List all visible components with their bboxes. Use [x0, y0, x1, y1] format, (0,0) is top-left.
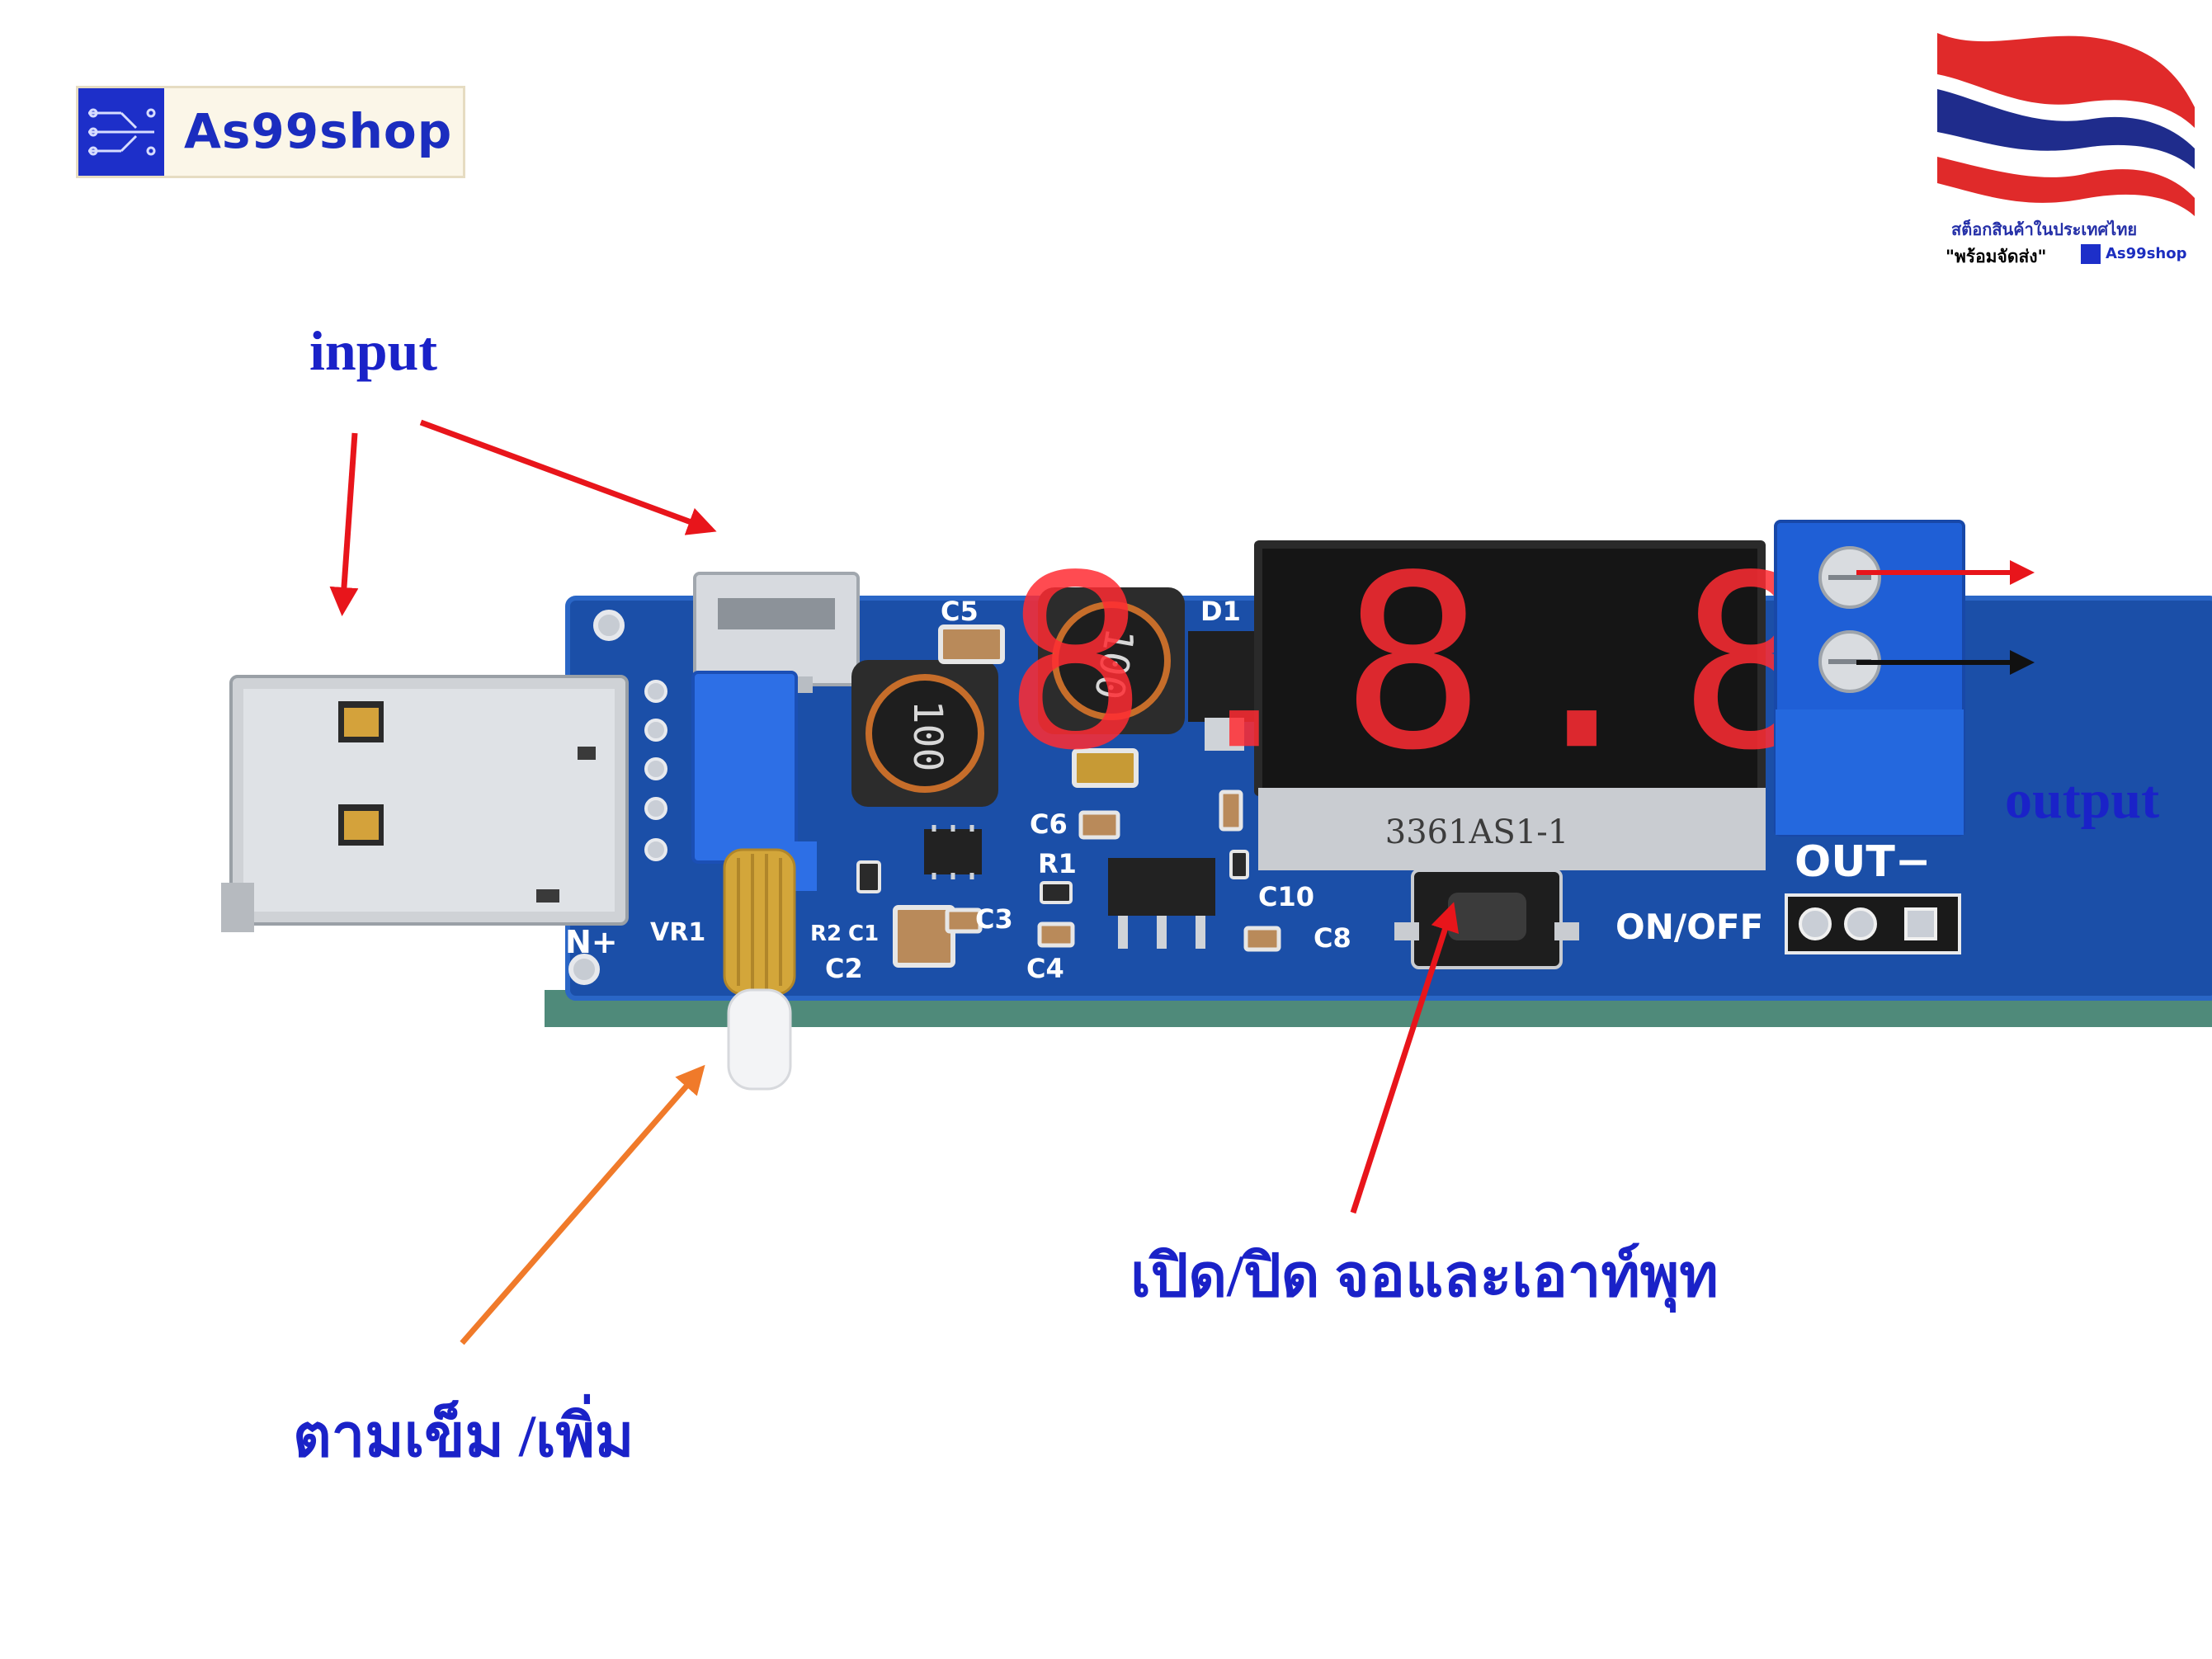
label-on-off: เปิด/ปิด จอและเอาท์พุท — [1130, 1243, 1719, 1309]
diode — [1188, 631, 1261, 751]
silk-c8: C8 — [1314, 922, 1351, 954]
inductor — [1038, 587, 1185, 734]
silk-r1: R1 — [1038, 848, 1077, 879]
display-part-number: 3361AS1-1 — [1385, 813, 1569, 851]
label-adjust: ตามเข็ม /เพิ่ม — [293, 1403, 634, 1469]
arrow-input-micro-usb — [419, 419, 717, 535]
silk-c1: C1 — [848, 921, 879, 946]
inductor-value: 100 — [904, 700, 950, 772]
output-header-pads — [1785, 893, 1961, 954]
stock-notice-line2: "พร้อมจัดส่ง" — [1946, 247, 2047, 266]
thai-flag-icon — [1937, 33, 2195, 216]
silk-on-off: ON/OFF — [1615, 907, 1763, 947]
smd-capacitors — [856, 624, 1281, 968]
arrow-on-off-button — [1350, 902, 1460, 1214]
silk-c6: C6 — [1030, 808, 1068, 840]
arrow-adjust-pot — [460, 1064, 705, 1346]
on-off-push-button[interactable] — [1394, 869, 1579, 969]
voltage-regulator — [1108, 858, 1215, 949]
usb-pin-pads — [644, 680, 667, 861]
silk-n-plus: N+ — [565, 924, 618, 960]
silk-r2: R2 — [810, 921, 842, 946]
screw-terminal-block — [1774, 520, 1965, 837]
circuit-icon — [2081, 244, 2101, 264]
ic-chip — [924, 825, 982, 879]
silk-c10: C10 — [1258, 881, 1314, 912]
silk-out-minus: OUT− — [1795, 837, 1931, 887]
usb-a-plug — [221, 675, 629, 932]
silk-vr1: VR1 — [650, 918, 705, 947]
stock-badge-brand: As99shop — [2106, 245, 2187, 262]
silk-c5: C5 — [941, 596, 979, 627]
inductor — [851, 660, 998, 807]
label-input: input — [309, 319, 437, 382]
seven-segment-display — [1254, 540, 1766, 870]
stock-notice-line1: สต็อกสินค้าในประเทศไทย — [1951, 219, 2138, 239]
mounting-hole — [568, 954, 600, 985]
mounting-hole — [593, 610, 625, 641]
arrow-input-usb-a — [329, 432, 359, 616]
silk-c4: C4 — [1026, 953, 1064, 984]
circuit-icon — [78, 88, 164, 176]
silk-c3: C3 — [975, 903, 1013, 935]
brand-name: As99shop — [184, 103, 453, 159]
silk-c2: C2 — [825, 953, 863, 984]
label-output: output — [2005, 770, 2160, 830]
silk-d1: D1 — [1200, 596, 1241, 627]
brand-logo: As99shop — [76, 86, 465, 178]
trimmer-potentiometer — [691, 671, 817, 1091]
micro-usb-port — [693, 572, 860, 693]
